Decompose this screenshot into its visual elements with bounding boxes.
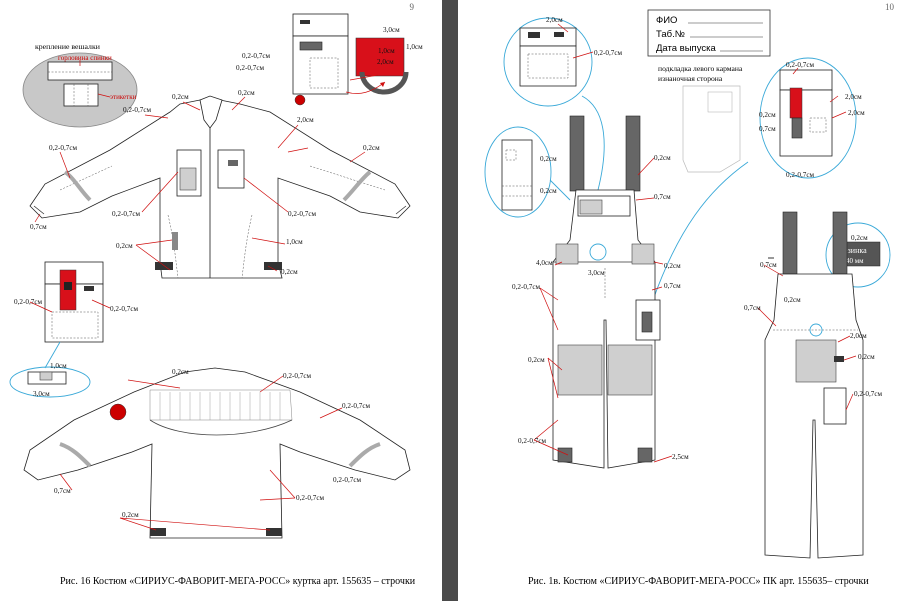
r-label-26: 0,2-0,7см: [854, 390, 883, 398]
label-26: 2,0см: [377, 58, 394, 66]
id-tag: ФИО Таб.№ Дата выпуска: [647, 9, 771, 57]
label-3: 0,2см: [238, 89, 255, 97]
r-label-18: 0,2см: [528, 356, 545, 364]
r-label-9: 0,2см: [540, 155, 557, 163]
r-label-8: 0,2-0,7см: [786, 171, 815, 179]
label-10: 0,2-0,7см: [288, 210, 317, 218]
label-14: 0,2-0,7см: [14, 298, 43, 306]
stitch-labels-right: 2,0см 0,2-0,7см 0,2-0,7см 2,0см 0,2см 0,…: [512, 16, 883, 461]
leader-lines-right: [533, 23, 857, 463]
label-11: 0,2см: [116, 242, 133, 250]
elastic-label-1: резинка: [840, 246, 867, 255]
caption-right: Рис. 1в. Костюм «СИРИУС-ФАВОРИТ-МЕГА-РОС…: [528, 576, 869, 587]
r-label-15: 0,2см: [664, 262, 681, 270]
r-label-1: 2,0см: [546, 16, 563, 24]
r-label-13: 4,0см: [536, 259, 553, 267]
r-label-3: 0,2-0,7см: [786, 61, 815, 69]
label-19: 0,2-0,7см: [296, 494, 325, 502]
label-4: 0,2-0,7см: [242, 52, 271, 60]
stitch-labels-left: 0,2-0,7см 0,2см 0,2см 0,2-0,7см 2,0см 0,…: [14, 26, 423, 519]
r-label-21: 0,7см: [760, 261, 777, 269]
r-label-25: 0,2см: [858, 353, 875, 361]
zoom-side-seam: [484, 126, 571, 218]
page-number-right: 10: [885, 2, 894, 12]
lining-note-1: подкладка левого кармана: [658, 64, 743, 73]
zoom-bib-pocket: [652, 57, 857, 301]
overalls-back-view: [764, 211, 864, 559]
r-label-22: 0,2см: [851, 234, 868, 242]
label-1: 0,2-0,7см: [123, 106, 152, 114]
label-22: 0,2см: [122, 511, 139, 519]
elastic-label-2: 40 мм: [846, 257, 864, 265]
r-label-10: 0,2см: [540, 187, 557, 195]
r-label-20: 2,5см: [672, 453, 689, 461]
tag-line-tab: Таб.№: [656, 29, 685, 40]
label-15: 0,2-0,7см: [110, 305, 139, 313]
label-17: 0,2-0,7см: [283, 372, 312, 380]
r-label-27: 0,2см: [784, 296, 801, 304]
jacket-technical-drawing: крепление вешалки горловина спинки этике…: [9, 13, 423, 539]
label-16: 0,2см: [172, 368, 189, 376]
r-label-24: 2,0см: [850, 332, 867, 340]
r-label-5: 0,2см: [759, 111, 776, 119]
tag-line-fio: ФИО: [656, 15, 677, 26]
pocket-lining: [682, 85, 741, 173]
label-5: 2,0см: [297, 116, 314, 124]
label-back-yoke: горловина спинки: [58, 54, 112, 62]
leader-lines-left: [29, 96, 366, 531]
r-label-17: 0,7см: [664, 282, 681, 290]
lining-note-2: изнаночная сторона: [658, 74, 723, 83]
label-27: 3,0см: [383, 26, 400, 34]
label-25: 1,0см: [378, 47, 395, 55]
label-29: 0,2-0,7см: [236, 64, 265, 72]
r-label-12: 0,7см: [654, 193, 671, 201]
r-label-16: 0,2-0,7см: [512, 283, 541, 291]
jacket-back-view: [23, 367, 411, 539]
label-28: 1,0см: [406, 43, 423, 51]
r-label-7: 2,0см: [848, 109, 865, 117]
left-page: 9 крепление вешалки горловина спинки эти…: [0, 0, 442, 601]
page-number-left: 9: [409, 2, 415, 12]
label-23: 3,0см: [33, 390, 50, 398]
zoom-top-pocket: [503, 17, 605, 191]
r-label-23: 0,7см: [744, 304, 761, 312]
r-label-4: 2,0см: [845, 93, 862, 101]
r-label-14: 3,0см: [588, 269, 605, 277]
label-12: 1,0см: [286, 238, 303, 246]
detail-title: крепление вешалки: [35, 42, 100, 51]
chest-pocket-detail: [9, 261, 104, 398]
sleeve-pocket-detail: [292, 13, 409, 106]
label-7: 0,2см: [363, 144, 380, 152]
label-tags: этикетки: [110, 93, 137, 101]
label-8: 0,7см: [30, 223, 47, 231]
tag-line-date: Дата выпуска: [656, 43, 716, 54]
label-9: 0,2-0,7см: [112, 210, 141, 218]
overalls-technical-drawing: ФИО Таб.№ Дата выпуска подкладка левого …: [484, 9, 891, 559]
label-18: 0,2-0,7см: [342, 402, 371, 410]
hanger-attachment-detail: крепление вешалки горловина спинки этике…: [22, 42, 138, 128]
jacket-front-view: [29, 95, 411, 279]
label-20: 0,7см: [54, 487, 71, 495]
r-label-11: 0,2см: [654, 154, 671, 162]
label-2: 0,2см: [172, 93, 189, 101]
label-6: 0,2-0,7см: [49, 144, 78, 152]
overalls-front-view: [552, 115, 661, 469]
r-label-6: 0,7см: [759, 125, 776, 133]
right-page: 10 ФИО Таб.№ Дата выпуска подкладка лево…: [458, 0, 900, 601]
r-label-19: 0,2-0,7см: [518, 437, 547, 445]
label-21: 0,2-0,7см: [333, 476, 362, 484]
label-13: 0,2см: [281, 268, 298, 276]
r-label-2: 0,2-0,7см: [594, 49, 623, 57]
caption-left: Рис. 16 Костюм «СИРИУС-ФАВОРИТ-МЕГА-РОСС…: [60, 576, 416, 587]
label-24: 1,0см: [50, 362, 67, 370]
